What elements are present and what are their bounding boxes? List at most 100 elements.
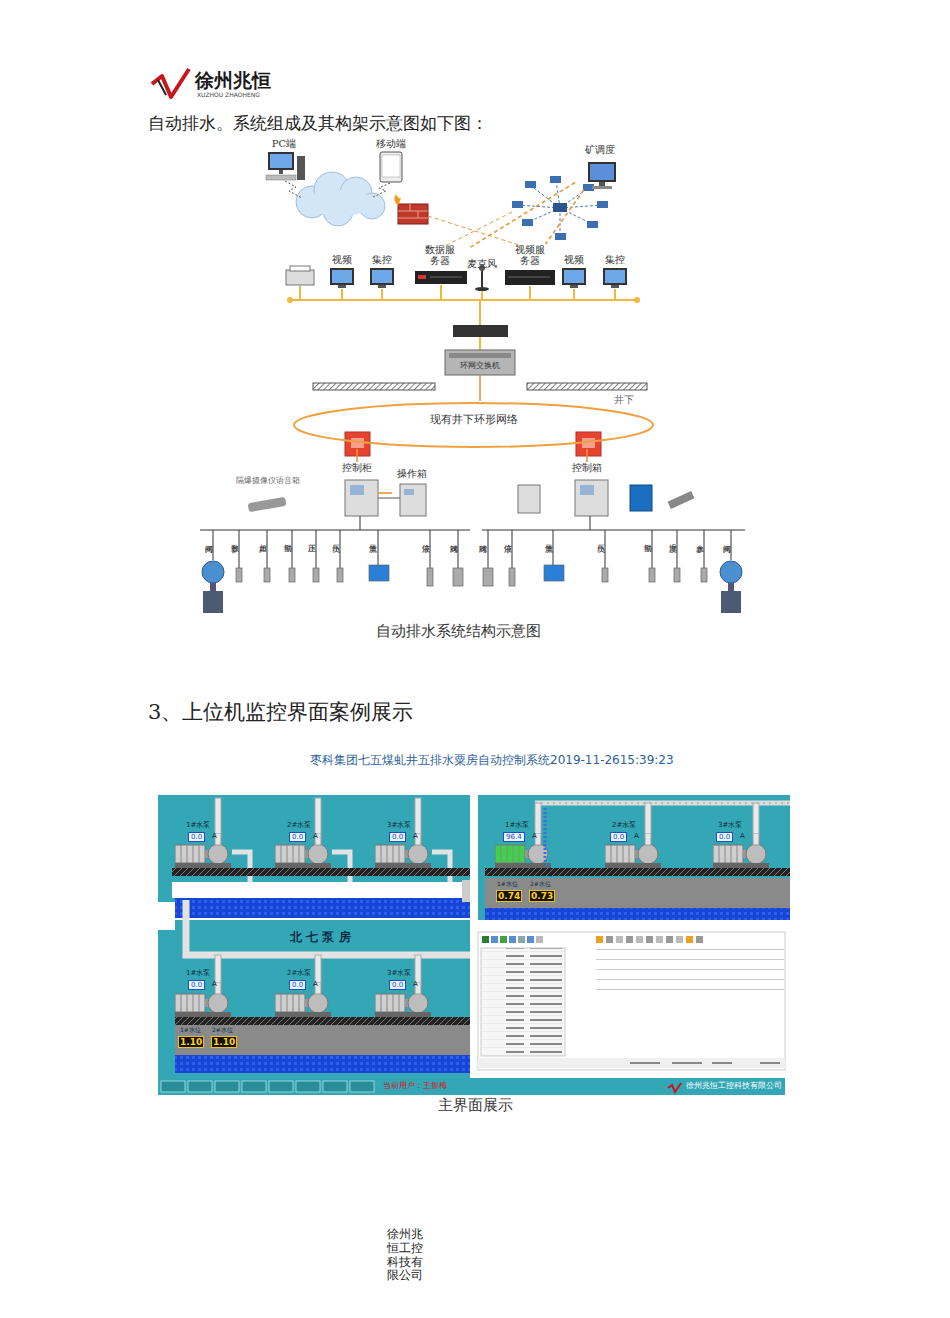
hmi-screenshot-part bbox=[495, 833, 551, 868]
node-label: 操作箱 bbox=[392, 468, 432, 479]
hmi-screenshot-part bbox=[375, 833, 431, 868]
hmi-screenshot-part bbox=[645, 803, 651, 836]
hmi-screenshot bbox=[158, 795, 790, 1095]
hmi-screenshot-part bbox=[186, 900, 470, 955]
current-reading: 0.0 bbox=[188, 980, 205, 990]
hmi-screenshot-part bbox=[630, 1062, 660, 1064]
cabinets-part bbox=[668, 491, 695, 509]
hmi-screenshot-part bbox=[482, 936, 703, 943]
device-label: 隔爆摄像仪语音箱 bbox=[236, 476, 300, 485]
sensors-part bbox=[453, 568, 463, 586]
core-switch-part bbox=[449, 353, 511, 358]
gate-valve-part bbox=[202, 561, 224, 583]
microphone: 麦克风 bbox=[462, 258, 502, 290]
workstations-part bbox=[290, 266, 310, 271]
ring-switch: 环网交换机 bbox=[445, 350, 515, 375]
node-label: 现有井下环形网络 bbox=[292, 414, 655, 426]
sensors-part bbox=[313, 568, 319, 582]
node-label: 集控 bbox=[363, 254, 401, 265]
station-bus-part bbox=[440, 285, 442, 300]
node-label: 数据服务器 bbox=[424, 244, 456, 266]
hmi-screenshot-part bbox=[188, 1081, 212, 1092]
pump-name: 3#水泵 bbox=[718, 821, 742, 829]
level-name: 1#水位 bbox=[180, 1027, 201, 1034]
gate-valve-part bbox=[210, 583, 216, 591]
field-bus-part bbox=[605, 530, 606, 568]
hmi-screenshot-part bbox=[712, 1062, 732, 1064]
pc-icon-part bbox=[268, 152, 294, 170]
sensors-part bbox=[369, 565, 389, 581]
hmi-screenshot-part bbox=[518, 936, 525, 943]
sensors-part bbox=[674, 568, 680, 582]
node-label: PC端 bbox=[262, 138, 306, 149]
gate-valve-part bbox=[728, 583, 734, 591]
pump-name: 2#水泵 bbox=[612, 821, 636, 829]
dispatch-pc-part bbox=[599, 182, 605, 186]
hmi-screenshot-part bbox=[606, 936, 613, 943]
hmi-screenshot-part bbox=[491, 936, 498, 943]
hmi-screenshot-part bbox=[175, 898, 470, 918]
current-reading: 0.0 bbox=[188, 832, 205, 842]
sensors-part bbox=[236, 568, 242, 582]
field-bus-part bbox=[482, 530, 745, 531]
hmi-screenshot-part bbox=[482, 936, 489, 943]
level-name: 1#水位 bbox=[497, 881, 518, 888]
dispatch-network-part bbox=[518, 180, 602, 236]
node-label: 环网交换机 bbox=[445, 362, 515, 371]
hmi-screenshot-part bbox=[478, 795, 790, 920]
cabinets-part bbox=[630, 485, 652, 511]
firewall-part bbox=[410, 204, 411, 211]
cabinets-part bbox=[404, 489, 414, 495]
field-bus-part bbox=[360, 516, 361, 530]
mobile-icon-part bbox=[382, 155, 400, 177]
sensors-part bbox=[427, 568, 433, 586]
network-link bbox=[546, 190, 584, 244]
field-bus-part bbox=[316, 530, 317, 568]
control-box: 控制箱 bbox=[566, 462, 608, 518]
hmi-screenshot-part bbox=[172, 868, 470, 876]
core-switch-part bbox=[453, 325, 508, 337]
hmi-screenshot-part bbox=[269, 1081, 293, 1092]
dispatch-pc-part bbox=[588, 162, 616, 182]
current-reading: 0.0 bbox=[289, 832, 306, 842]
sensors-part bbox=[649, 568, 655, 582]
workstations-part bbox=[570, 285, 578, 288]
hmi-screenshot-part bbox=[485, 908, 790, 920]
workstations-part bbox=[370, 268, 394, 285]
network-link bbox=[468, 182, 575, 248]
sensors-part bbox=[544, 565, 564, 581]
hmi-screenshot-part bbox=[536, 936, 543, 943]
workstations-part bbox=[415, 271, 467, 284]
field-bus-part bbox=[378, 530, 379, 565]
mobile-icon bbox=[380, 152, 402, 182]
dispatch-pc-part bbox=[592, 186, 612, 189]
hmi-screenshot-part bbox=[696, 936, 703, 943]
field-bus-part bbox=[488, 530, 489, 568]
cabinets-part bbox=[400, 484, 426, 516]
station-bus-part bbox=[381, 289, 383, 300]
hmi-screenshot-part bbox=[158, 795, 470, 902]
firewall-part bbox=[418, 211, 419, 218]
zone-label: 井下 bbox=[614, 394, 634, 406]
network-link bbox=[586, 449, 588, 462]
station-bus-part bbox=[479, 300, 481, 325]
current-reading: 0.0 bbox=[610, 832, 627, 842]
gate-valve-part bbox=[203, 591, 223, 613]
pc-icon-part bbox=[297, 156, 305, 180]
hmi-screenshot-part bbox=[175, 1025, 470, 1055]
pump-name: 3#水泵 bbox=[387, 969, 411, 977]
station-bus-part bbox=[341, 289, 343, 300]
hmi-screenshot-part bbox=[676, 936, 683, 943]
pump-room-name: 北 七 泵 房 bbox=[290, 931, 351, 945]
field-bus-part bbox=[239, 530, 240, 568]
company-logo-text: 徐州兆恒 bbox=[195, 70, 271, 92]
current-user: 当前用户：王振梅 bbox=[383, 1081, 447, 1090]
hmi-screenshot-part bbox=[646, 936, 653, 943]
pump-name: 3#水泵 bbox=[387, 821, 411, 829]
cloud bbox=[296, 172, 385, 226]
unit-label: A bbox=[413, 832, 418, 840]
node-label: 移动端 bbox=[368, 138, 414, 149]
firewall bbox=[394, 194, 428, 224]
workstations-part bbox=[418, 275, 426, 279]
pump-name: 1#水泵 bbox=[186, 969, 210, 977]
